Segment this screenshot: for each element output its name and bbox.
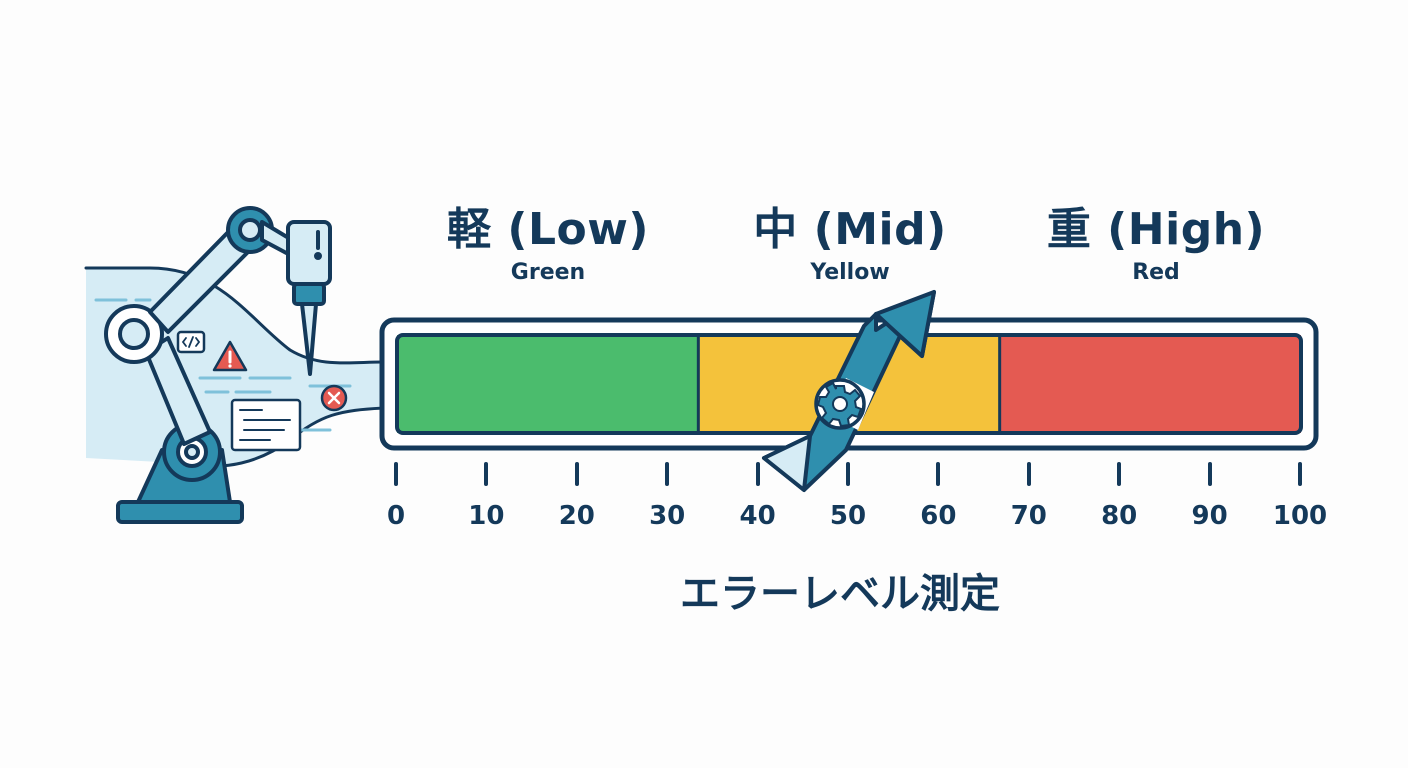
zone-mid-heading: 中 (Mid) Yellow [700, 204, 1000, 288]
gear-icon [814, 378, 866, 430]
zone-low-title: 軽 (Low) [447, 204, 649, 255]
caption: エラーレベル測定 [680, 571, 1000, 617]
tick-label: 100 [1272, 501, 1328, 531]
warning-icon [212, 340, 248, 372]
zone-mid-title: 中 (Mid) [753, 204, 947, 255]
zone-high-heading: 重 (High) Red [1006, 204, 1306, 288]
tick-label: 80 [1101, 501, 1138, 531]
tick-mark [846, 462, 850, 486]
tick-mark [1026, 462, 1031, 486]
tick-label: 50 [829, 501, 867, 531]
zone-low-subtitle: Green [510, 260, 586, 285]
zone-bar-high [999, 335, 1301, 433]
tick-mark [484, 462, 489, 486]
tick-mark [755, 462, 760, 486]
tick-mark [574, 462, 579, 486]
tick-label: 90 [1191, 501, 1228, 531]
tick-label: 0 [386, 501, 406, 531]
tick-label: 10 [468, 501, 505, 531]
zone-low-heading: 軽 (Low) Green [398, 204, 698, 288]
tick-mark [665, 462, 670, 486]
zone-mid-subtitle: Yellow [810, 260, 890, 285]
zone-high-subtitle: Red [1132, 260, 1180, 285]
tick-label: 60 [920, 501, 957, 531]
tick-mark [1207, 462, 1212, 486]
tick-mark [936, 462, 941, 486]
tick-mark [1117, 462, 1122, 486]
tick-label: 30 [649, 501, 686, 531]
tick-label: 20 [558, 501, 595, 531]
tick-label: 40 [739, 501, 776, 531]
code-snippet-icon [230, 398, 302, 452]
error-icon [320, 384, 348, 412]
zone-bar-low [397, 335, 699, 433]
code-icon [176, 330, 206, 354]
tick-label: 70 [1010, 501, 1047, 531]
tick-mark [1298, 462, 1302, 486]
tick-mark [394, 462, 398, 486]
zone-high-title: 重 (High) [1046, 204, 1266, 255]
